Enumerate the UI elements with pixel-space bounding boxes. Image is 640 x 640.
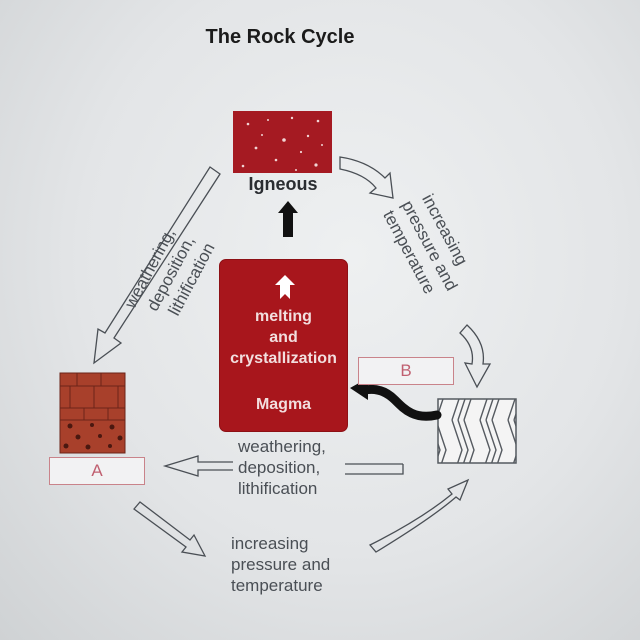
magma-box: melting and crystallization Magma: [219, 259, 348, 432]
igneous-rock-image: [233, 111, 332, 173]
diagram-title: The Rock Cycle: [205, 26, 355, 48]
igneous-to-metamorphic-arrow-top: [339, 156, 394, 199]
magma-label: Magma: [255, 396, 312, 413]
metamorphic-to-magma-arrow: [360, 384, 442, 421]
metamorphic-to-sedimentary-label: weathering, deposition, lithification: [238, 437, 326, 498]
magma-to-igneous-arrow: [278, 201, 298, 237]
sedimentary-to-metamorphic-arrow-right: [368, 478, 470, 553]
sedimentary-rock-image: [59, 372, 126, 454]
metamorphic-rock-image: [437, 398, 517, 464]
igneous-to-metamorphic-arrow-bottom: [459, 324, 492, 389]
igneous-to-sedimentary-arrow: [93, 166, 221, 365]
sedimentary-to-metamorphic-arrow-left: [133, 501, 207, 557]
melting-up-arrow-icon: [275, 275, 295, 299]
melting-crystallization-label: melting and crystallization: [230, 308, 337, 367]
igneous-label: Igneous: [248, 174, 318, 194]
answer-box-b[interactable]: B: [358, 357, 454, 385]
answer-box-a[interactable]: A: [49, 457, 145, 485]
metamorphic-to-sedimentary-arrow: [162, 455, 404, 477]
sedimentary-to-metamorphic-label: increasing pressure and temperature: [231, 534, 331, 595]
